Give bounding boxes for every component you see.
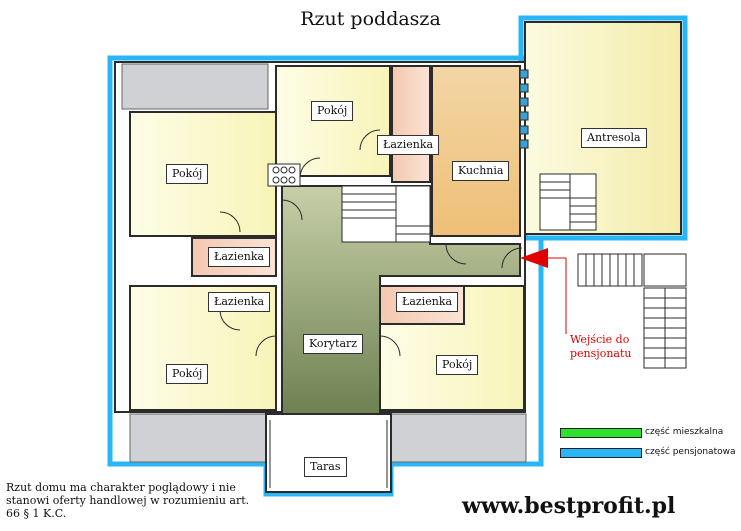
entrance-line-2: pensjonatu (570, 347, 632, 360)
stairs-internal (341, 185, 431, 243)
entrance-label: Wejście do pensjonatu (570, 333, 631, 361)
disclaimer-note: Rzut domu ma charakter poglądowy i nie s… (6, 481, 250, 520)
label-lazienka-left-1: Łazienka (208, 247, 271, 267)
label-lazienka-left-2: Łazienka (208, 292, 271, 312)
room-kuchnia (431, 65, 521, 237)
legend-swatch-pension (560, 448, 642, 458)
radiator-icon (519, 69, 529, 149)
brand-url[interactable]: www.bestprofit.pl (462, 493, 676, 519)
label-pokoj-left-bottom: Pokój (166, 364, 209, 384)
label-lazienka-top: Łazienka (377, 135, 440, 155)
label-antresola: Antresola (581, 128, 647, 148)
room-pokoj-top (275, 65, 391, 177)
page-title: Rzut poddasza (300, 8, 441, 30)
label-lazienka-right: Łazienka (396, 292, 459, 312)
room-taras (265, 413, 392, 493)
stairs-antresola (539, 173, 597, 231)
label-pokoj-left-top: Pokój (166, 164, 209, 184)
stairs-external (577, 253, 687, 369)
legend-label-residential: część mieszkalna (645, 427, 724, 437)
label-pokoj-right-bottom: Pokój (436, 355, 479, 375)
void-bottom-right (390, 413, 527, 463)
room-pokoj-left-top (129, 111, 277, 237)
room-lazienka-top (391, 65, 431, 183)
label-taras: Taras (304, 457, 347, 477)
label-kuchnia: Kuchnia (452, 161, 510, 181)
entrance-line-1: Wejście do (570, 333, 630, 346)
legend-swatch-residential (560, 428, 642, 438)
label-korytarz: Korytarz (303, 334, 364, 354)
label-pokoj-top: Pokój (311, 101, 354, 121)
void-top-left (121, 63, 269, 110)
void-bottom-left (129, 413, 267, 463)
entrance-arrow-icon (520, 248, 548, 268)
legend-label-pension: część pensjonatowa (645, 447, 736, 457)
stove-icon (267, 163, 301, 187)
